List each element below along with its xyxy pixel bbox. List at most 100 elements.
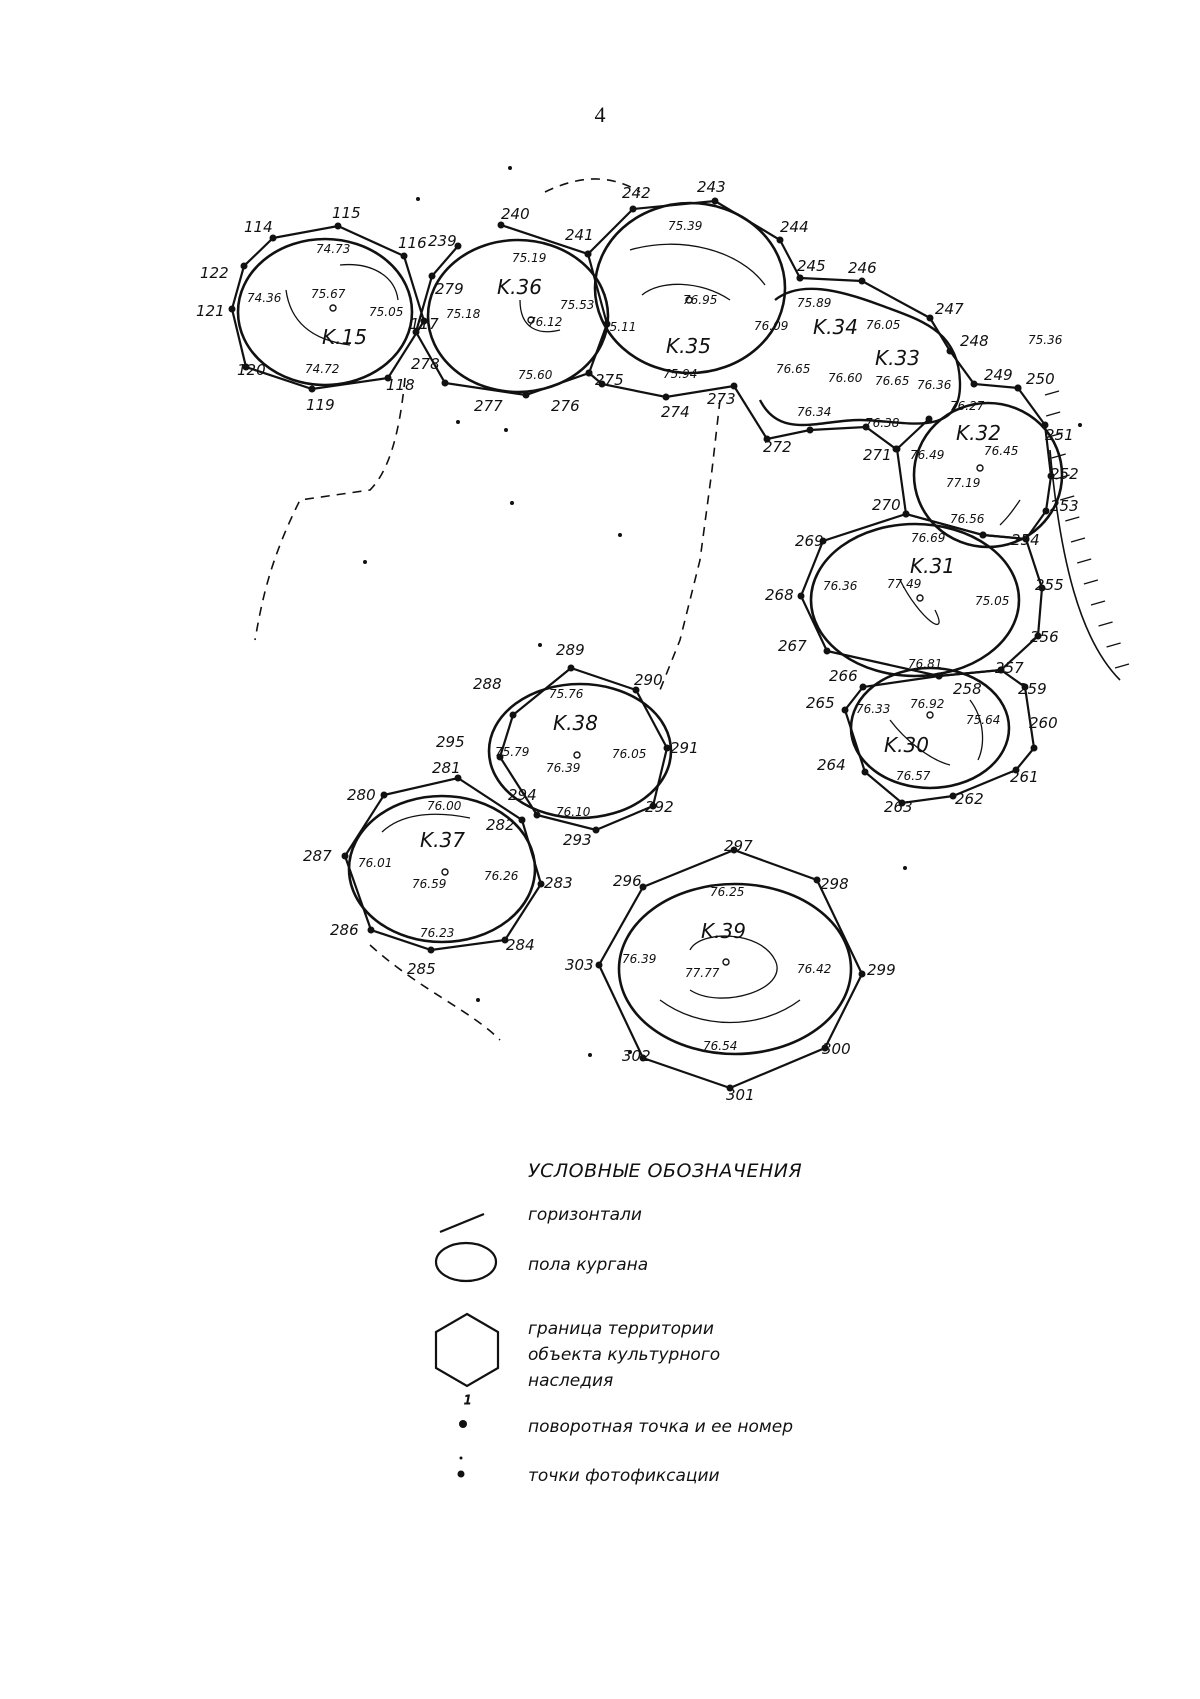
elevation-mark: 76.92: [910, 697, 944, 711]
point-number-label: 115: [332, 204, 361, 222]
dashed-line: [369, 944, 501, 1041]
turning-point: [662, 393, 670, 401]
elevation-mark: 75.39: [668, 219, 702, 233]
turning-point: [497, 221, 505, 229]
turning-point: [862, 423, 870, 431]
elevation-mark: 75.64: [966, 713, 1000, 727]
contour-line: [285, 289, 351, 346]
legend-point-marker-label: 1: [464, 1393, 472, 1407]
turning-point: [420, 317, 428, 325]
turning-point: [776, 236, 784, 244]
turning-point: [763, 435, 771, 443]
point-number-label: 263: [884, 798, 913, 816]
photo-point: [363, 560, 367, 564]
elevation-mark: 75.79: [495, 745, 529, 759]
escarpment-tick: [1083, 579, 1099, 585]
survey-mark: [976, 464, 984, 472]
elevation-mark: 75.94: [663, 367, 697, 381]
point-number-label: 257: [995, 659, 1024, 677]
point-number-label: 121: [196, 302, 225, 320]
photo-point: [510, 501, 514, 505]
survey-mark: [527, 316, 535, 324]
elevation-mark: 75.36: [1028, 333, 1063, 347]
mound-k15-floor: [236, 237, 414, 387]
turning-point: [537, 880, 545, 888]
mound-k30-boundary: [843, 668, 1036, 805]
turning-point: [970, 380, 978, 388]
point-number-label: 276: [551, 397, 580, 415]
turning-point: [1042, 507, 1050, 515]
contour-line: [641, 283, 731, 301]
point-number-label: 299: [867, 961, 896, 979]
point-number-label: 287: [303, 847, 332, 865]
elevation-mark: 77.49: [887, 577, 921, 591]
elevation-mark: 76.33: [856, 702, 890, 716]
point-number-label: 249: [984, 366, 1013, 384]
escarpment-tick: [1065, 516, 1080, 522]
elevation-mark: 76.42: [797, 962, 831, 976]
escarpment-tick: [1090, 600, 1106, 606]
mound-label: K.35: [666, 334, 711, 358]
turning-point: [926, 314, 934, 322]
mound-label: K.32: [956, 421, 1001, 445]
point-number-label: 248: [960, 332, 989, 350]
mound-k33-boundary: [588, 372, 897, 450]
turning-point: [1012, 766, 1020, 774]
mound-k37-floor: [347, 794, 537, 944]
turning-point: [730, 382, 738, 390]
contour-line: [659, 999, 801, 1024]
elevation-mark: 77.77: [685, 966, 720, 980]
turning-point: [663, 744, 671, 752]
elevation-mark: 76.60: [828, 371, 863, 385]
survey-mark: [926, 711, 934, 719]
elevation-mark: 76.01: [358, 856, 392, 870]
contour-line: [519, 299, 561, 333]
photo-point: [628, 1050, 632, 1054]
elevation-mark: 76.12: [528, 315, 562, 329]
elevation-mark: 76.65: [875, 374, 909, 388]
turning-point: [629, 205, 637, 213]
point-number-label: 265: [806, 694, 835, 712]
point-number-label: 292: [645, 798, 674, 816]
turning-point: [806, 426, 814, 434]
turning-point: [730, 846, 738, 854]
mound-k35-floor: [593, 201, 787, 375]
turning-point: [861, 768, 869, 776]
point-number-label: 241: [565, 226, 594, 244]
point-number-label: 278: [411, 355, 440, 373]
turning-point: [1034, 632, 1042, 640]
point-number-label: 272: [763, 438, 792, 456]
point-number-label: 240: [501, 205, 530, 223]
point-number-label: 264: [817, 756, 846, 774]
turning-point: [902, 510, 910, 518]
elevation-mark: 76.36: [917, 378, 952, 392]
turning-point: [334, 222, 342, 230]
photo-point: [508, 166, 512, 170]
escarpment-tick: [1114, 663, 1130, 669]
mound-label: K.34: [813, 315, 858, 339]
turning-point: [509, 711, 517, 719]
point-number-label: 246: [848, 259, 877, 277]
turning-point: [1030, 744, 1038, 752]
elevation-mark: 76.05: [612, 747, 646, 761]
elevation-mark: 76.49: [910, 448, 944, 462]
turning-point: [1038, 584, 1046, 592]
point-number-label: 284: [506, 936, 535, 954]
photo-point: [504, 428, 508, 432]
point-number-label: 118: [386, 376, 415, 394]
point-number-label: 258: [953, 680, 982, 698]
photo-point: [588, 1053, 592, 1057]
point-number-label: 282: [486, 816, 515, 834]
mound-label: K.39: [701, 919, 746, 943]
escarpment-tick: [1055, 474, 1070, 480]
point-number-label: 293: [563, 831, 592, 849]
turning-point: [518, 816, 526, 824]
elevation-mark: 75.67: [311, 287, 346, 301]
photo-point: [416, 197, 420, 201]
elevation-mark: 75.53: [560, 298, 594, 312]
mound-k34-floor: [758, 287, 962, 427]
elevation-mark: 76.69: [911, 531, 945, 545]
turning-point: [1021, 683, 1029, 691]
turning-point: [598, 380, 606, 388]
point-number-label: 286: [330, 921, 359, 939]
